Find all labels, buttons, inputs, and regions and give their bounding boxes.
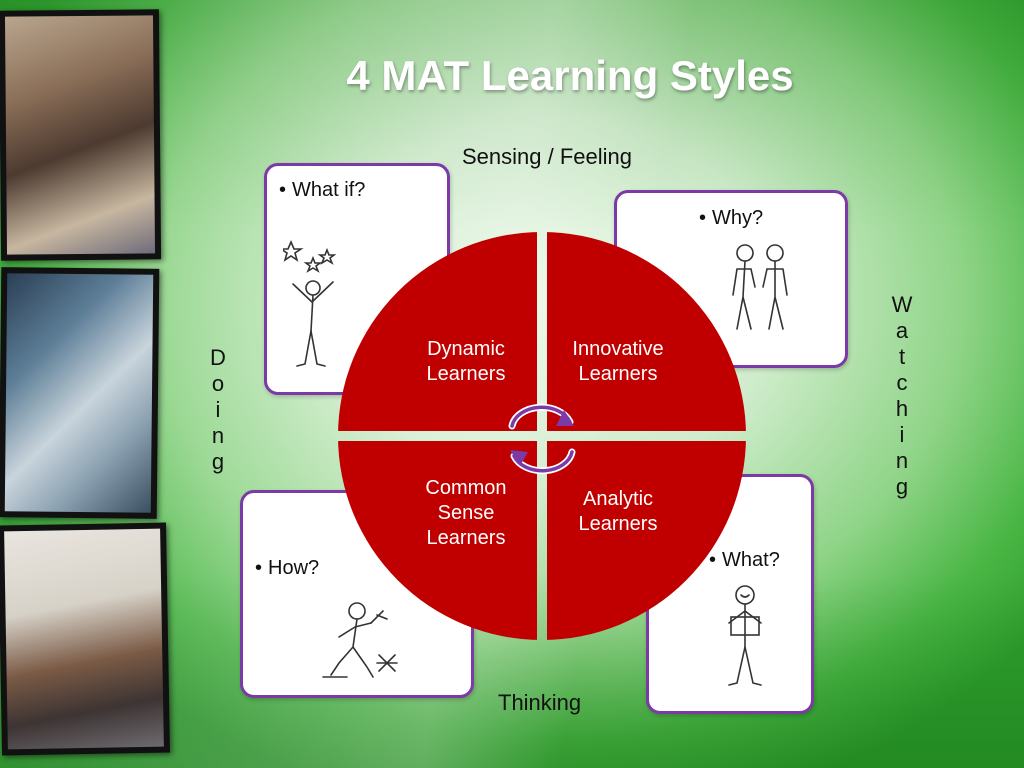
axis-letter: c xyxy=(896,370,908,395)
learning-styles-circle xyxy=(338,232,746,640)
axis-letter: o xyxy=(211,371,225,396)
axis-letter: i xyxy=(215,397,221,422)
quadrant-label-line: Analytic xyxy=(582,488,654,510)
figure-holding-box-icon xyxy=(728,585,762,686)
axis-letter: g xyxy=(895,474,909,499)
question-text: What if? xyxy=(292,179,366,201)
axis-letter: D xyxy=(210,345,226,370)
axis-letter: i xyxy=(899,422,905,447)
figure-building-icon xyxy=(322,602,398,678)
photo-students-reading xyxy=(0,9,162,261)
quadrant-label-line: Learners xyxy=(426,363,506,385)
quadrant-label-analytic: Analytic Learners xyxy=(548,487,688,537)
question-what: •What? xyxy=(709,549,780,572)
axis-label-bottom: Thinking xyxy=(498,690,582,715)
question-why: •Why? xyxy=(699,207,763,230)
question-how: •How? xyxy=(255,557,319,580)
quadrant-label-line: Common xyxy=(425,477,507,499)
quadrant-dynamic xyxy=(338,232,537,431)
axis-letter: a xyxy=(895,318,909,343)
question-text: Why? xyxy=(712,207,764,229)
axis-letter: t xyxy=(898,344,906,369)
question-what-if: •What if? xyxy=(279,178,389,202)
bullet: • xyxy=(709,549,717,571)
axis-label-right: W a t c h i n g xyxy=(890,292,914,500)
quadrant-label-line: Learners xyxy=(578,513,658,535)
quadrant-label-common-sense: Common Sense Learners xyxy=(400,476,532,551)
quadrant-label-line: Learners xyxy=(578,363,658,385)
photo-chalk-board xyxy=(0,267,160,519)
quadrant-analytic xyxy=(547,441,746,640)
quadrant-label-line: Sense xyxy=(437,502,495,524)
quadrant-innovative xyxy=(547,232,746,431)
axis-letter: g xyxy=(211,449,225,474)
axis-letter: W xyxy=(891,292,913,317)
bullet: • xyxy=(255,557,263,579)
question-text: How? xyxy=(268,557,320,579)
quadrant-label-dynamic: Dynamic Learners xyxy=(400,337,532,387)
bullet: • xyxy=(699,207,707,229)
axis-letter: h xyxy=(895,396,909,421)
quadrant-label-line: Innovative xyxy=(572,338,664,360)
slide-title: 4 MAT Learning Styles xyxy=(346,52,794,99)
quadrant-label-line: Dynamic xyxy=(427,338,505,360)
axis-label-top: Sensing / Feeling xyxy=(462,144,632,169)
axis-letter: n xyxy=(211,423,225,448)
question-text: What? xyxy=(722,549,780,571)
two-people-thinking-icon xyxy=(732,244,788,330)
quadrant-label-line: Learners xyxy=(426,527,506,549)
axis-label-left: D o i n g xyxy=(206,345,230,475)
quadrant-label-innovative: Innovative Learners xyxy=(548,337,688,387)
axis-letter: n xyxy=(895,448,909,473)
photo-classroom-teacher xyxy=(0,522,170,756)
stick-figure-juggling-stars-icon xyxy=(283,239,337,367)
bullet: • xyxy=(279,179,287,201)
